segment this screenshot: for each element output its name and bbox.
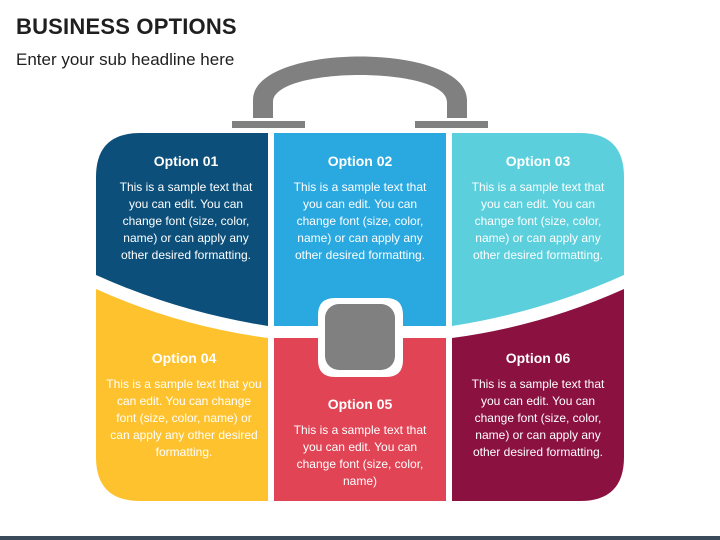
option-6-body: This is a sample text that you can edit.… — [471, 377, 605, 459]
option-5-title: Option 05 — [327, 396, 393, 412]
panel-option-6 — [452, 289, 624, 501]
option-1-content: Option 01 This is a sample text that you… — [112, 153, 260, 264]
option-6-content: Option 06 This is a sample text that you… — [462, 350, 614, 461]
panel-option-4 — [96, 289, 268, 501]
option-5-content: Option 05 This is a sample text that you… — [284, 396, 436, 490]
option-3-title: Option 03 — [505, 153, 571, 169]
panel-option-3 — [452, 133, 624, 326]
panel-option-1 — [96, 133, 268, 326]
option-2-body: This is a sample text that you can edit.… — [293, 180, 427, 262]
page-title: BUSINESS OPTIONS — [16, 14, 237, 39]
option-1-title: Option 01 — [153, 153, 219, 169]
page-subtitle: Enter your sub headline here — [16, 50, 235, 69]
panel-option-2 — [274, 133, 446, 326]
option-3-body: This is a sample text that you can edit.… — [471, 180, 605, 262]
option-2-title: Option 02 — [327, 153, 393, 169]
briefcase-handle — [253, 56, 467, 118]
option-4-content: Option 04 This is a sample text that you… — [106, 350, 262, 461]
panel-option-5 — [274, 338, 446, 501]
option-4-title: Option 04 — [151, 350, 217, 366]
briefcase-clasp — [325, 304, 395, 370]
handle-base-right — [415, 121, 488, 128]
option-5-body: This is a sample text that you can edit.… — [293, 423, 427, 488]
option-1-body: This is a sample text that you can edit.… — [119, 180, 253, 262]
option-2-content: Option 02 This is a sample text that you… — [286, 153, 434, 264]
option-4-body: This is a sample text that you can edit.… — [106, 377, 262, 459]
handle-base-left — [232, 121, 305, 128]
footer-bar — [0, 536, 720, 540]
option-3-content: Option 03 This is a sample text that you… — [462, 153, 614, 264]
option-6-title: Option 06 — [505, 350, 571, 366]
